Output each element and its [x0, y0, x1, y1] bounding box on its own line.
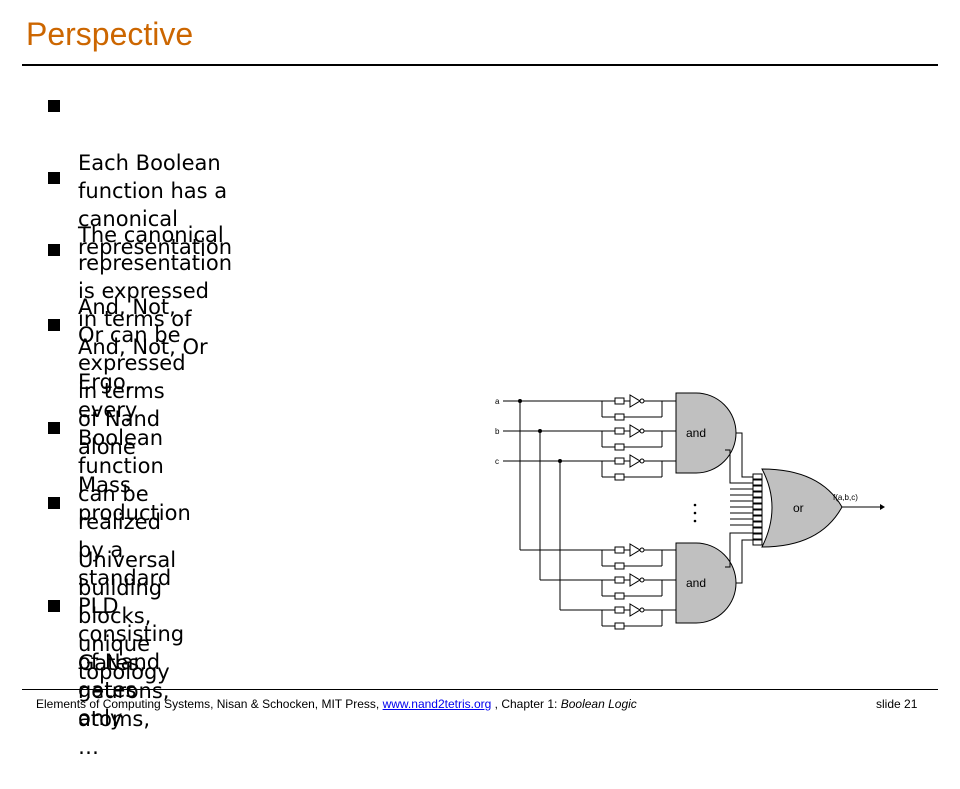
bullet-text: The canonical representation is expresse…	[78, 223, 233, 359]
footer-source: Elements of Computing Systems, Nisan & S…	[36, 697, 380, 711]
square-bullet-icon	[48, 172, 60, 184]
bullet-item: Gates, neurons, atoms, …	[48, 593, 170, 789]
bullet-item: Ergo, every Boolean function can be real…	[48, 312, 184, 760]
pld-circuit-diagram: a b c	[495, 392, 885, 630]
and-gate-top-label: and	[686, 426, 706, 440]
footer-chapter-title: Boolean Logic	[560, 697, 637, 711]
square-bullet-icon	[48, 600, 60, 612]
and-to-or-wires	[725, 432, 755, 584]
output-arrow-icon	[880, 504, 885, 510]
title-divider	[22, 64, 938, 66]
and-gate-bottom-label: and	[686, 576, 706, 590]
bullet-text: Mass production	[78, 473, 191, 525]
square-bullet-icon	[48, 100, 60, 112]
input-conditioning-top	[601, 394, 676, 481]
bullet-text: Ergo, every Boolean function can be real…	[78, 370, 185, 730]
or-input-buffers	[752, 473, 763, 546]
vertical-ellipsis-icon	[693, 503, 697, 523]
bullet-item: And, Not, Or can be expressed in terms o…	[48, 237, 186, 489]
and-gate-bottom	[675, 542, 737, 624]
or-gate-label: or	[793, 501, 804, 515]
input-wires	[503, 400, 602, 611]
square-bullet-icon	[48, 244, 60, 256]
output-label: f(a,b,c)	[833, 493, 858, 502]
footer-citation: Elements of Computing Systems, Nisan & S…	[36, 697, 637, 711]
footer-chapter-prefix: , Chapter 1:	[494, 697, 558, 711]
bullet-item: Universal building blocks, unique topolo…	[48, 490, 176, 714]
slide-number: slide 21	[876, 697, 918, 711]
input-label-a: a	[495, 397, 500, 406]
bullet-item: Each Boolean function has a canonical re…	[48, 93, 232, 289]
bullet-text: Gates, neurons, atoms, …	[78, 651, 170, 759]
and-gate-top	[675, 392, 737, 474]
footer-divider	[22, 689, 938, 690]
bullet-text: Universal building blocks, unique topolo…	[78, 548, 177, 684]
square-bullet-icon	[48, 497, 60, 509]
bullet-text: Each Boolean function has a canonical re…	[78, 151, 233, 259]
or-gate	[761, 468, 843, 548]
input-label-b: b	[495, 427, 500, 436]
square-bullet-icon	[48, 319, 60, 331]
footer-website-link[interactable]: www.nand2tetris.org	[382, 697, 492, 711]
input-label-c: c	[495, 457, 499, 466]
bullet-item: Mass production	[48, 415, 191, 555]
bullet-text: And, Not, Or can be expressed in terms o…	[78, 295, 186, 459]
square-bullet-icon	[48, 422, 60, 434]
input-conditioning-bottom	[601, 543, 676, 630]
wire-junctions	[518, 399, 562, 463]
slide-title: Perspective	[26, 16, 194, 52]
bullet-item: The canonical representation is expresse…	[48, 165, 232, 389]
